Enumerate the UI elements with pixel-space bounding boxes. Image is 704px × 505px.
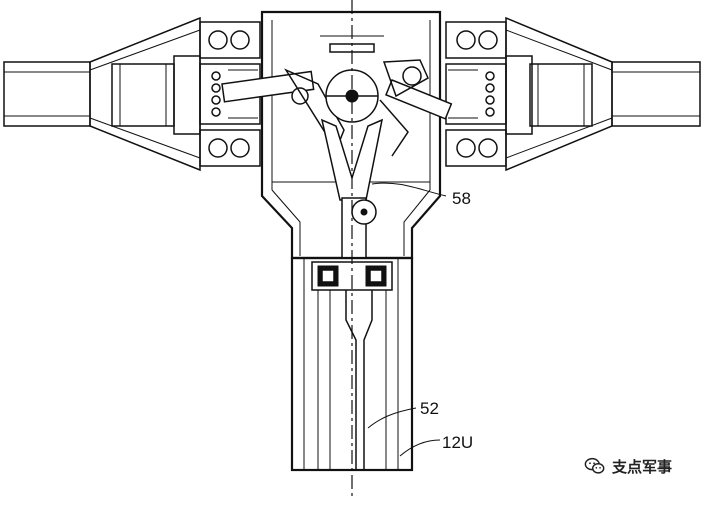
label-58: 58 bbox=[452, 189, 471, 208]
label-12u: 12U bbox=[442, 433, 473, 452]
leader-58 bbox=[371, 182, 447, 197]
leader-12u bbox=[399, 439, 441, 457]
leader-52 bbox=[367, 407, 417, 429]
hub-linkage bbox=[221, 59, 453, 259]
watermark: 支点军事 bbox=[584, 452, 672, 480]
label-52: 52 bbox=[420, 399, 439, 418]
right-arm bbox=[445, 16, 701, 172]
watermark-text: 支点军事 bbox=[612, 458, 673, 476]
left-arm bbox=[3, 16, 261, 172]
wechat-icon bbox=[584, 457, 605, 474]
